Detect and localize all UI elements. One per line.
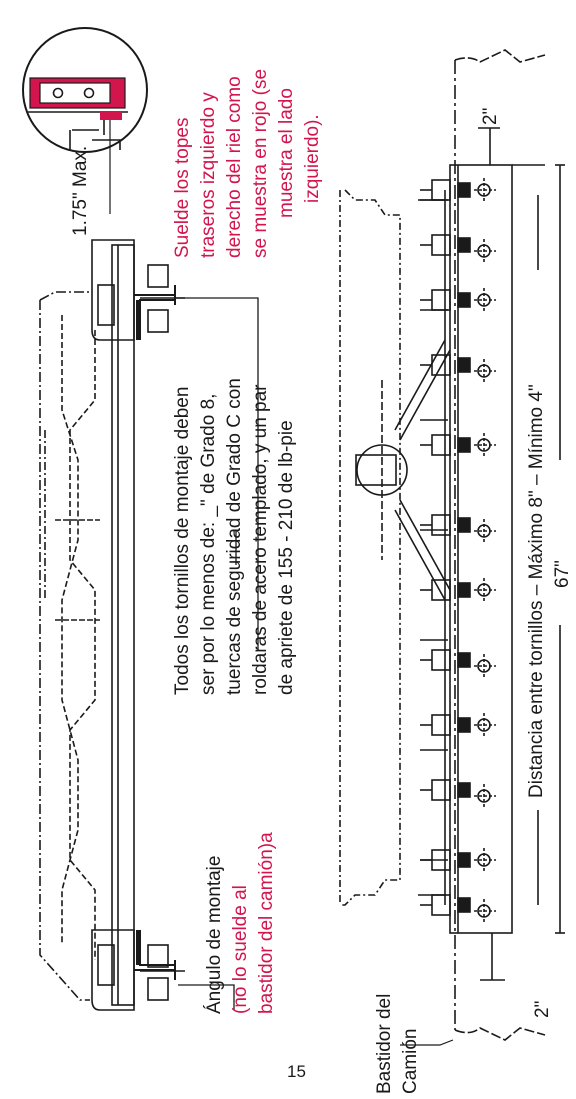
mounting-bolt — [420, 649, 496, 678]
mounting-bolt — [420, 779, 496, 808]
bolt-spacing-label: Distancia entre tornillos – Máximo 8" – … — [526, 384, 547, 798]
weld-note-line-1: Suelde los topes — [172, 117, 193, 259]
mounting-angle-title: Ángulo de montaje — [204, 855, 225, 1014]
weld-note-line-6: izquierdo). — [302, 114, 323, 203]
page-number: 15 — [287, 1062, 306, 1081]
mounting-bolt — [420, 578, 496, 602]
detail-circle — [22, 27, 148, 153]
mounting-bolt — [420, 848, 496, 872]
mounting-angle-warning-2: bastidor del camión)a — [256, 832, 277, 1014]
bolts-note-line-1: Todos los tornillos de montaje deben — [172, 386, 193, 695]
weld-note: Suelde los topes traseros izquierdo y de… — [170, 69, 326, 258]
max-gap-label: 1.75" Max. — [70, 145, 91, 236]
bolts-note: Todos los tornillos de montaje deben ser… — [170, 378, 300, 695]
bolts-note-line-2: ser por lo menos de: _" de Grado 8, — [198, 393, 219, 695]
truck-frame-label: Bastidor del Camión — [372, 994, 424, 1094]
weld-note-line-3: derecho del riel como — [224, 76, 245, 258]
lower-assembly — [339, 49, 565, 1046]
bolts-note-line-4: roldaras de acero templado, y un par — [250, 384, 271, 695]
weld-note-line-5: muestra el lado — [276, 88, 297, 218]
mounting-bolt — [420, 713, 496, 737]
mounting-bolt — [420, 894, 496, 923]
overall-length-label: 67" — [552, 560, 573, 588]
truck-frame-line-2: Camión — [400, 1028, 421, 1094]
bolt-row — [420, 178, 496, 923]
mounting-bolt — [420, 178, 496, 202]
mounting-bolt — [420, 354, 496, 383]
weld-note-line-2: traseros izquierdo y — [198, 92, 219, 258]
mounting-bolt — [420, 234, 496, 263]
upper-assembly — [39, 239, 185, 1011]
mounting-bolt — [420, 433, 496, 457]
mounting-bolt — [420, 514, 496, 543]
dimension-top-2in: 2" — [480, 107, 501, 125]
mounting-bolt — [420, 288, 496, 312]
mounting-angle-warning-1: (no lo suelde al — [230, 885, 251, 1014]
truck-frame-line-1: Bastidor del — [374, 993, 395, 1094]
weld-note-line-4: se muestra en rojo (se — [250, 68, 271, 258]
dimension-bottom-2in: 2" — [532, 1000, 553, 1018]
bolts-note-line-3: tuercas de seguridad de Grado C con — [224, 378, 245, 695]
bolts-note-line-5: de apriete de 155 - 210 de lb-pie — [276, 420, 297, 695]
mounting-angle-note: Ángulo de montaje (no lo suelde al basti… — [202, 832, 280, 1014]
